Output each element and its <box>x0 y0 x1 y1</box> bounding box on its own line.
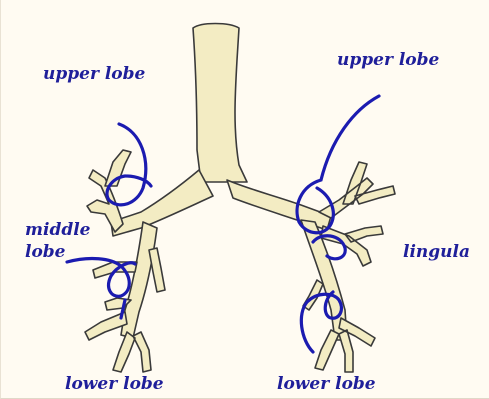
label-right-lower-lobe: lower lobe <box>65 374 164 394</box>
label-right-upper-lobe: upper lobe <box>43 64 145 84</box>
right-upper-twig <box>105 150 131 186</box>
label-left-lower-lobe: lower lobe <box>277 374 376 394</box>
right-middle-lobe-marker <box>67 259 135 297</box>
right-lower-side-twigs <box>149 248 165 292</box>
label-left-upper-lobe: upper lobe <box>337 50 439 70</box>
right-lower-twigs <box>85 298 151 372</box>
trachea <box>193 24 247 183</box>
label-right-middle-lobe-line1: middle <box>25 220 91 240</box>
label-right-middle-lobe-line2: lobe <box>25 242 66 262</box>
label-left-lingula: lingula <box>403 242 470 262</box>
left-upper-branches <box>319 162 395 218</box>
